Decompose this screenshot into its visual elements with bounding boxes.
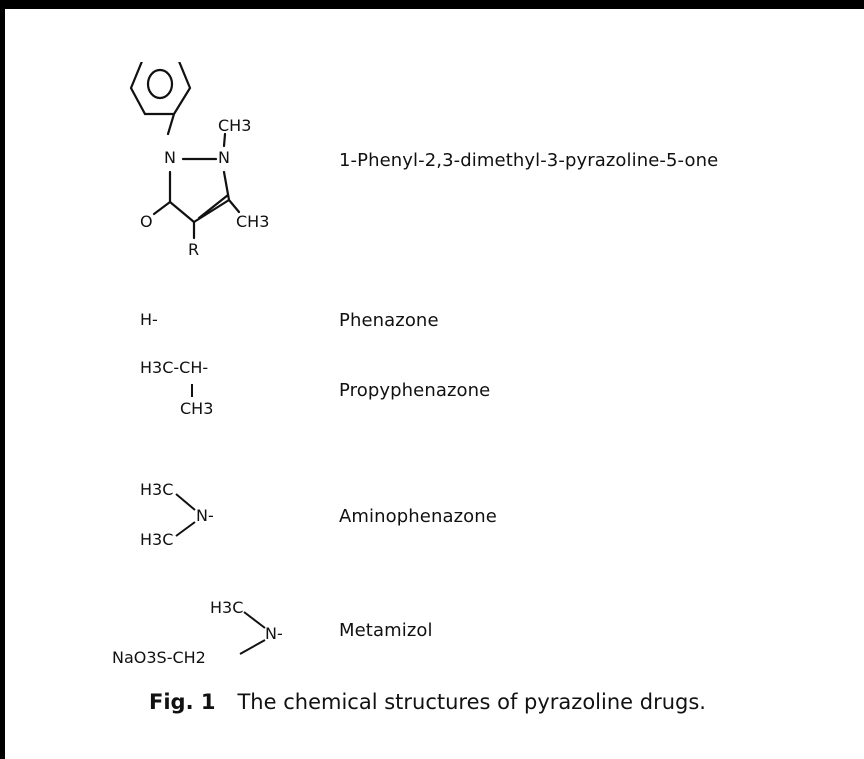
metamizol-line3: NaO3S-CH2 [112,648,206,667]
name-metamizol: Metamizol [339,620,433,641]
caption-fig-label: Fig. 1 [149,690,216,714]
metamizol-bonds [239,611,266,655]
frame-top-border [0,0,864,9]
core-bonds [129,52,241,240]
aminophenazone-line2: N- [196,506,214,525]
metamizol-line2: N- [265,624,283,643]
bond-n2-ch3 [222,132,227,148]
aminophenazone-bonds [175,493,196,537]
propyphenazone-line2: CH3 [180,399,214,418]
phenyl-aromatic-circle [146,68,174,100]
aminophenazone-line1: H3C [140,480,174,499]
bond-phenyl-n1 [166,112,176,136]
caption-text: The chemical structures of pyrazoline dr… [237,690,706,714]
propyphenazone-bonds [191,384,193,397]
aminophenazone-line3: H3C [140,530,174,549]
atom-n1: N [164,148,176,167]
propyphenazone-line1: H3C-CH- [140,358,209,377]
metamizol-line1: H3C [210,598,244,617]
atom-o: O [140,212,153,231]
bond-c5-c4 [168,200,196,224]
group-r: R [188,240,200,259]
core-structure: N N CH3 CH3 O R [128,52,328,276]
name-aminophenazone: Aminophenazone [339,506,497,527]
group-ch3-top: CH3 [218,116,252,135]
bond-c3-ch3 [227,198,241,214]
name-phenazone: Phenazone [339,310,439,331]
atom-n2: N [218,148,230,167]
frame-left-border [0,0,5,759]
core-name: 1-Phenyl-2,3-dimethyl-3-pyrazoline-5-one [339,150,719,171]
bond-c4-c3-double [197,193,230,220]
formula-phenazone: H- [140,310,158,329]
group-ch3-right: CH3 [236,212,270,231]
bond-c5-o [152,200,172,216]
figure-caption: Fig. 1 The chemical structures of pyrazol… [149,690,706,714]
name-propyphenazone: Propyphenazone [339,380,491,401]
